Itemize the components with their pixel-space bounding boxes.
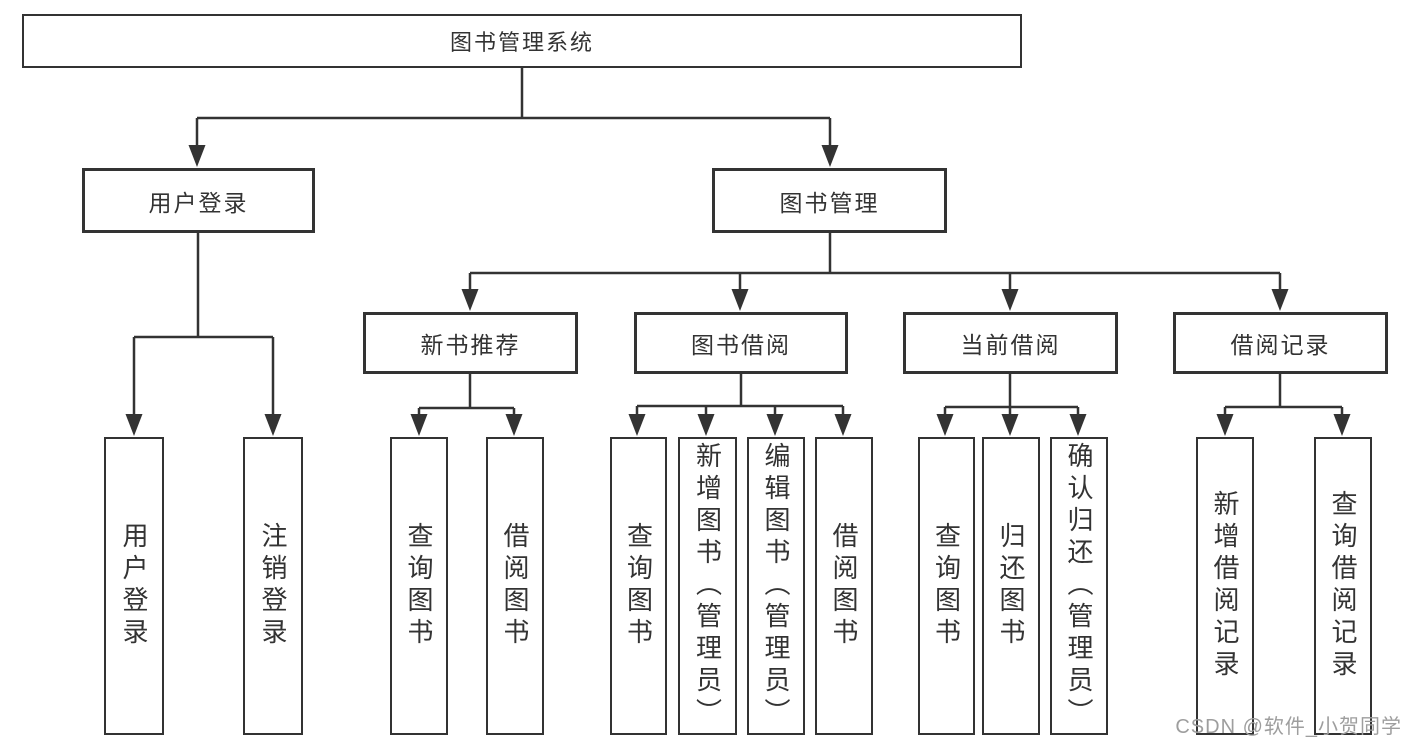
node-leaf-add-borrow-record: 新增借阅记录 xyxy=(1196,437,1254,735)
node-leaf-query-books-3: 查询图书 xyxy=(918,437,975,735)
arrowhead xyxy=(1001,289,1019,311)
node-leaf-return-books: 归还图书 xyxy=(982,437,1040,735)
node-leaf-user-login-label: 用户登录 xyxy=(119,522,149,650)
arrowhead xyxy=(1216,414,1234,436)
node-user-login: 用户登录 xyxy=(82,168,315,233)
arrowhead xyxy=(821,145,839,167)
node-leaf-add-books-admin: 新增图书（管理员） xyxy=(678,437,737,735)
node-leaf-query-books-3-label: 查询图书 xyxy=(931,522,962,650)
node-leaf-edit-books-admin: 编辑图书（管理员） xyxy=(747,437,805,735)
node-leaf-logout: 注销登录 xyxy=(243,437,303,735)
arrowhead xyxy=(410,414,428,436)
node-leaf-query-books-2: 查询图书 xyxy=(610,437,667,735)
node-leaf-query-books-2-label: 查询图书 xyxy=(623,522,654,650)
node-leaf-confirm-return-admin-label: 确认归还（管理员） xyxy=(1064,442,1094,730)
node-leaf-borrow-books-1: 借阅图书 xyxy=(486,437,544,735)
node-leaf-logout-label: 注销登录 xyxy=(258,522,288,650)
node-book-borrowing: 图书借阅 xyxy=(634,312,848,374)
node-leaf-edit-books-admin-label: 编辑图书（管理员） xyxy=(761,442,791,730)
node-root: 图书管理系统 xyxy=(22,14,1022,68)
arrowhead xyxy=(505,414,523,436)
node-leaf-query-borrow-record: 查询借阅记录 xyxy=(1314,437,1372,735)
arrowhead xyxy=(1271,289,1289,311)
node-leaf-query-books-1: 查询图书 xyxy=(390,437,448,735)
node-new-book-recommend: 新书推荐 xyxy=(363,312,578,374)
node-leaf-add-borrow-record-label: 新增借阅记录 xyxy=(1210,490,1240,682)
arrowhead xyxy=(731,289,749,311)
node-leaf-query-borrow-record-label: 查询借阅记录 xyxy=(1328,490,1358,682)
node-leaf-query-books-1-label: 查询图书 xyxy=(404,522,434,650)
arrowhead xyxy=(1333,414,1351,436)
arrowhead xyxy=(766,414,784,436)
node-current-borrowing: 当前借阅 xyxy=(903,312,1118,374)
arrowhead xyxy=(1069,414,1087,436)
arrowhead xyxy=(628,414,646,436)
connector-paths xyxy=(132,68,1344,421)
node-leaf-user-login: 用户登录 xyxy=(104,437,164,735)
node-leaf-return-books-label: 归还图书 xyxy=(996,522,1026,650)
arrowhead xyxy=(461,289,479,311)
node-leaf-borrow-books-2-label: 借阅图书 xyxy=(829,522,859,650)
node-leaf-borrow-books-2: 借阅图书 xyxy=(815,437,873,735)
arrowhead xyxy=(697,414,715,436)
node-borrowing-records: 借阅记录 xyxy=(1173,312,1388,374)
arrowhead xyxy=(125,414,143,436)
arrowhead xyxy=(834,414,852,436)
node-leaf-borrow-books-1-label: 借阅图书 xyxy=(500,522,530,650)
arrowhead xyxy=(188,145,206,167)
node-leaf-confirm-return-admin: 确认归还（管理员） xyxy=(1050,437,1108,735)
node-leaf-add-books-admin-label: 新增图书（管理员） xyxy=(692,442,723,730)
arrowhead xyxy=(936,414,954,436)
arrowhead xyxy=(264,414,282,436)
node-book-management: 图书管理 xyxy=(712,168,947,233)
arrowhead xyxy=(1001,414,1019,436)
csdn-watermark: CSDN @软件_小贺同学 xyxy=(1175,716,1402,738)
